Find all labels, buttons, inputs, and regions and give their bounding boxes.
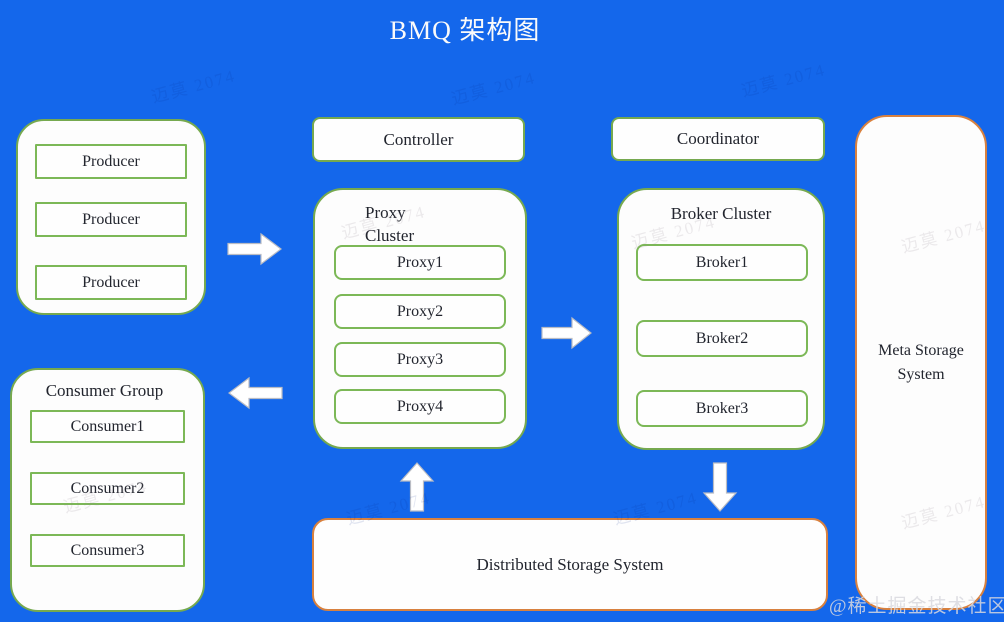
producer-node: Producer <box>35 144 187 179</box>
juejin-community-watermark: @稀土掘金技术社区 <box>829 596 1004 617</box>
watermark-diagonal: 迈莫 2074 <box>739 60 828 101</box>
broker-node: Broker3 <box>636 390 808 427</box>
proxy-node: Proxy2 <box>334 294 506 329</box>
watermark-diagonal: 迈莫 2074 <box>149 66 238 107</box>
proxy-cluster-title: Proxy Cluster <box>365 203 415 245</box>
consumer-node: Consumer3 <box>30 534 185 567</box>
arrow-producer-to-proxy-right <box>227 232 282 266</box>
consumer-node: Consumer2 <box>30 472 185 505</box>
producer-node: Producer <box>35 265 187 300</box>
producer-node: Producer <box>35 202 187 237</box>
distributed-storage-label: Distributed Storage System <box>476 554 664 574</box>
broker-node: Broker2 <box>636 320 808 357</box>
meta-storage-container: Meta Storage System <box>855 115 987 610</box>
arrow-proxy-to-broker-right <box>541 316 592 350</box>
broker-cluster-container: Broker Cluster Broker1 Broker2 Broker3 <box>617 188 825 450</box>
controller-label: Controller <box>383 129 454 149</box>
arrow-storage-to-proxy-up <box>399 462 435 512</box>
proxy-node: Proxy3 <box>334 342 506 377</box>
diagram-title: BMQ 架构图 <box>389 16 541 45</box>
distributed-storage-container: Distributed Storage System <box>312 518 828 611</box>
arrow-proxy-to-consumer-left <box>228 376 283 410</box>
producer-group-container: Producer Producer Producer <box>16 119 206 315</box>
proxy-cluster-container: Proxy Cluster Proxy1 Proxy2 Proxy3 Proxy… <box>313 188 527 449</box>
proxy-node: Proxy1 <box>334 245 506 280</box>
meta-storage-label: Meta Storage System <box>878 341 964 383</box>
controller-node: Controller <box>312 117 525 162</box>
proxy-node: Proxy4 <box>334 389 506 424</box>
coordinator-node: Coordinator <box>611 117 825 161</box>
broker-cluster-title: Broker Cluster <box>670 204 772 223</box>
watermark-diagonal: 迈莫 2074 <box>449 68 538 109</box>
consumer-node: Consumer1 <box>30 410 185 443</box>
broker-node: Broker1 <box>636 244 808 281</box>
coordinator-label: Coordinator <box>676 129 760 148</box>
arrow-broker-to-storage-down <box>702 462 738 512</box>
consumer-group-container: Consumer Group Consumer1 Consumer2 Consu… <box>10 368 205 612</box>
consumer-group-title: Consumer Group <box>45 381 164 400</box>
